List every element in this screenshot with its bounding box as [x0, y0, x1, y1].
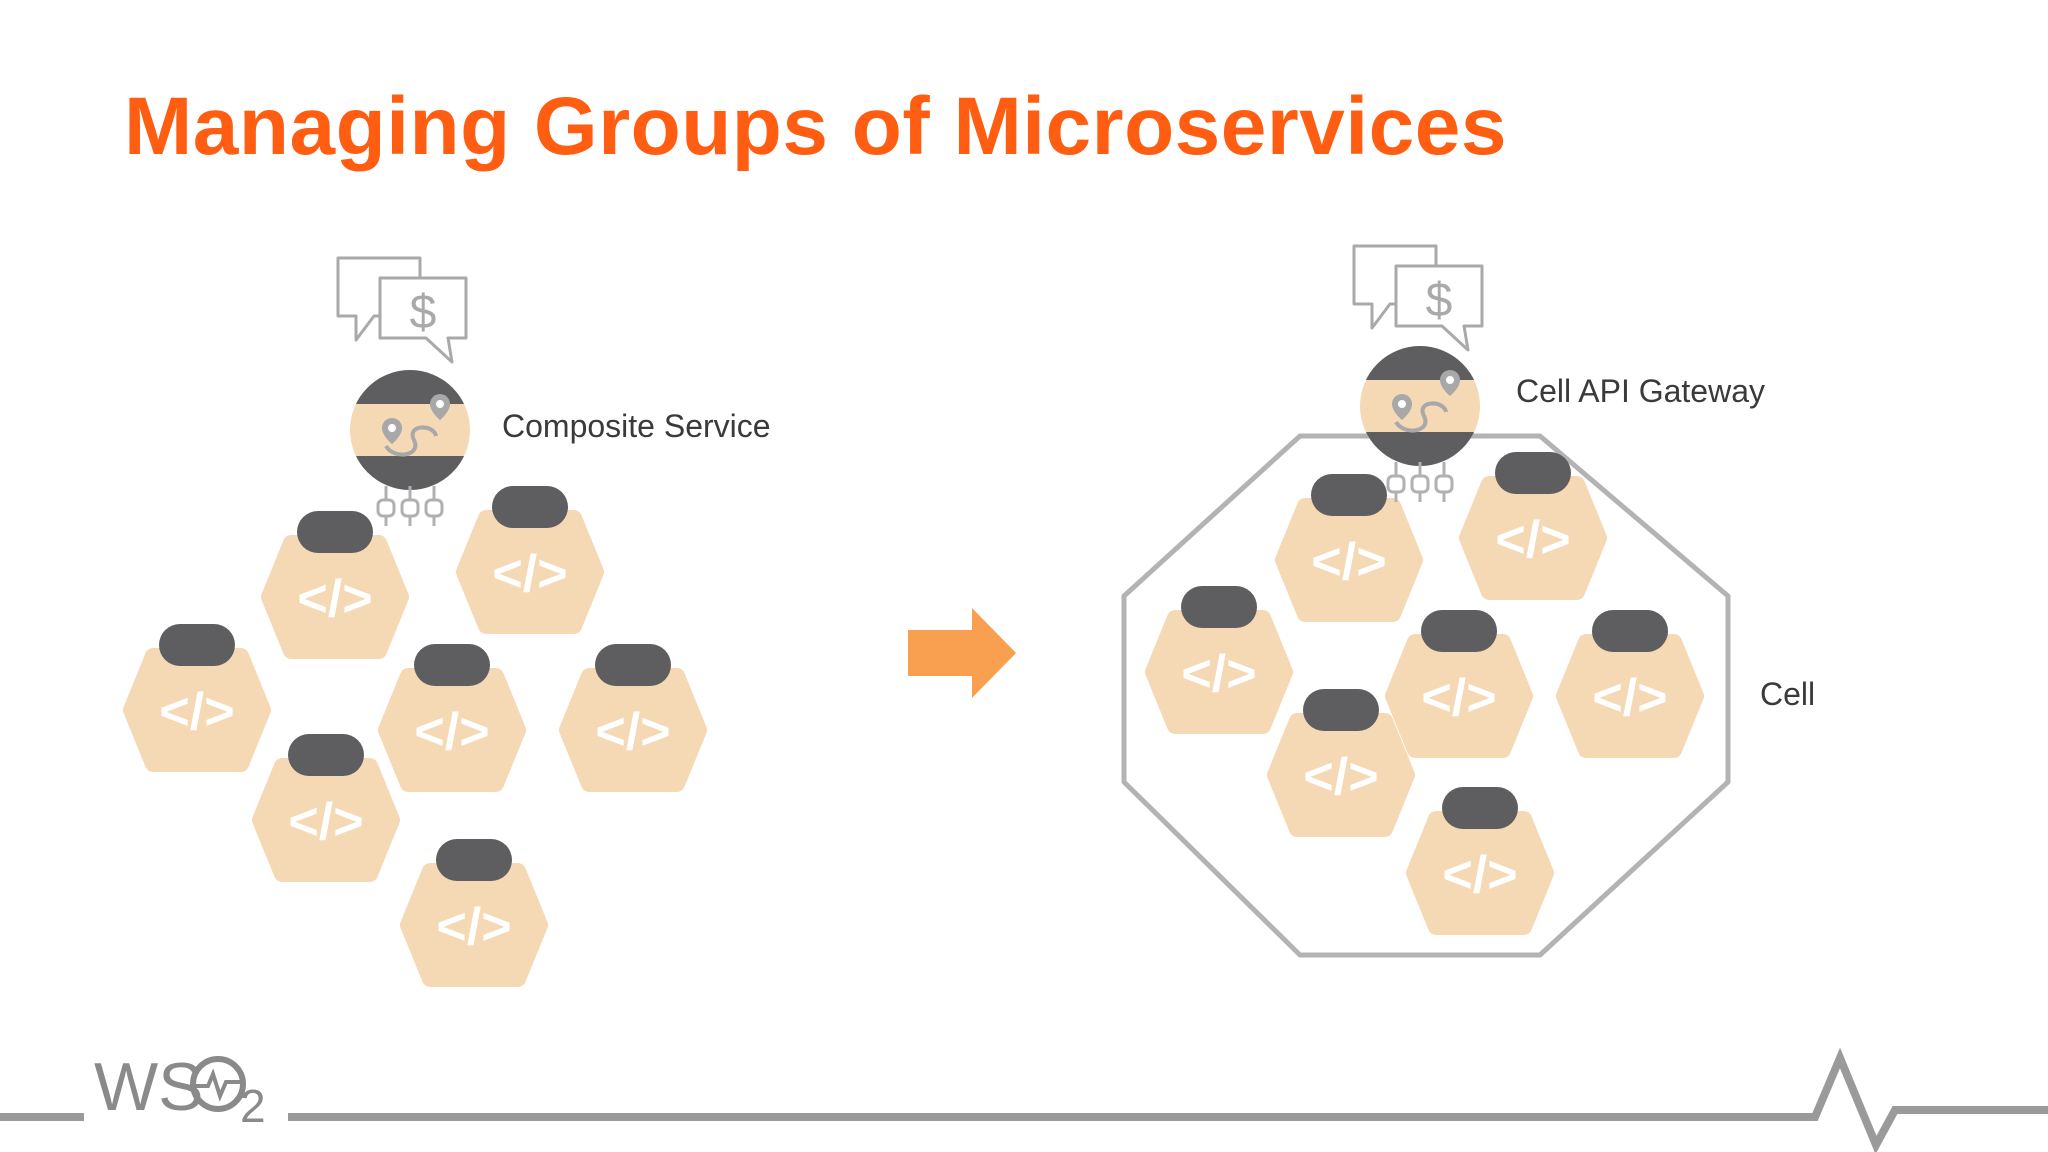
- chat-dollar-icon: [336, 256, 468, 364]
- arrow-right-icon: [908, 608, 1016, 698]
- slide-title: Managing Groups of Microservices: [124, 81, 1507, 172]
- wso2-logo: WS 2: [94, 1049, 266, 1132]
- microservice-icon: [567, 644, 699, 784]
- logo-subscript: 2: [240, 1080, 266, 1132]
- microservice-icon: [464, 486, 596, 626]
- logo-text: WS: [94, 1049, 204, 1125]
- cell-label: Cell: [1760, 676, 1815, 712]
- microservice-icon: [408, 839, 540, 979]
- chat-dollar-icon: [1352, 244, 1484, 352]
- composite-service-gateway-icon: [350, 370, 470, 526]
- microservice-icon: [131, 624, 263, 764]
- composite-service-group: Composite Service: [131, 256, 771, 979]
- footer: WS 2: [0, 1047, 2048, 1152]
- cell-group: Cell API Gateway Cell: [1121, 244, 1815, 958]
- microservice-icon: [269, 511, 401, 651]
- composite-service-label: Composite Service: [502, 408, 771, 444]
- microservice-icon: [260, 734, 392, 874]
- cell-api-gateway-label: Cell API Gateway: [1516, 373, 1765, 409]
- microservice-icon: [386, 644, 518, 784]
- footer-heartbeat-line: [288, 1047, 2048, 1152]
